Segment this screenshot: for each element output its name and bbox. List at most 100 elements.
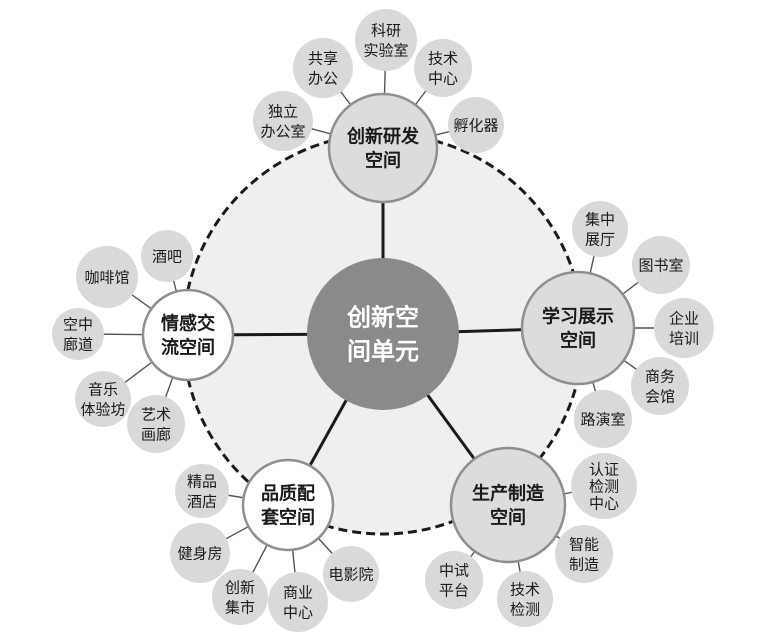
leaf-layer: 独立办公室共享办公科研实验室技术中心孵化器集中展厅图书室企业培训商务会馆路演室认…	[52, 9, 714, 632]
leaf-label: 中试	[439, 561, 469, 579]
leaf-label: 集市	[225, 598, 255, 616]
leaf-circle	[572, 201, 628, 257]
leaf-label: 中心	[283, 603, 313, 621]
leaf-label: 科研	[371, 21, 401, 39]
center-circle	[307, 258, 459, 410]
leaf-label: 图书室	[638, 256, 683, 274]
leaf-circle	[175, 464, 229, 518]
leaf-label: 商务	[645, 367, 675, 385]
hub-label: 学习展示	[542, 305, 614, 327]
leaf-label: 展厅	[585, 230, 615, 248]
leaf-label: 集中	[585, 210, 615, 228]
leaf-label: 检测	[589, 477, 619, 495]
leaf-circle	[425, 551, 483, 609]
hub-label: 生产制造	[472, 482, 544, 504]
leaf-label: 咖啡馆	[84, 268, 129, 286]
leaf-label: 检测	[510, 600, 540, 618]
leaf-circle	[253, 91, 313, 151]
leaf-circle	[212, 569, 268, 625]
leaf-label: 企业	[669, 309, 699, 327]
leaf-label: 健身房	[177, 544, 222, 562]
leaf-node: 咖啡馆	[76, 246, 138, 308]
leaf-circle	[631, 357, 689, 415]
leaf-label: 会馆	[645, 387, 675, 405]
leaf-label: 音乐	[88, 380, 118, 398]
leaf-label: 技术	[510, 580, 540, 598]
leaf-label: 智能	[569, 535, 599, 553]
hub-circle	[241, 458, 335, 552]
leaf-circle	[574, 390, 632, 448]
leaf-label: 技术	[428, 49, 458, 67]
leaf-circle	[448, 97, 504, 153]
leaf-label: 孵化器	[453, 116, 498, 134]
leaf-label: 酒店	[187, 492, 217, 510]
leaf-circle	[293, 38, 353, 98]
hub-label: 空间	[365, 149, 401, 171]
hub-label: 空间	[490, 506, 526, 528]
leaf-circle	[571, 453, 637, 519]
hub-circle	[141, 288, 235, 382]
leaf-label: 办公	[308, 69, 338, 87]
leaf-node: 健身房	[170, 523, 230, 583]
leaf-label: 共享	[308, 49, 338, 67]
leaf-circle	[654, 298, 714, 358]
leaf-label: 艺术	[141, 405, 171, 423]
leaf-node: 酒吧	[141, 230, 193, 282]
hub-label: 流空间	[161, 336, 215, 358]
leaf-circle	[170, 523, 230, 583]
leaf-node: 路演室	[574, 390, 632, 448]
leaf-label: 中心	[428, 69, 458, 87]
hub-label: 品质配	[261, 483, 315, 504]
leaf-circle	[75, 371, 131, 427]
center-label: 创新空	[346, 304, 419, 332]
leaf-label: 体验坊	[80, 400, 125, 418]
leaf-label: 认证	[589, 460, 619, 478]
hub-circle	[449, 446, 567, 564]
leaf-circle	[323, 546, 379, 602]
leaf-label: 平台	[439, 581, 469, 599]
hub-label: 套空间	[261, 506, 315, 528]
leaf-circle	[632, 236, 690, 294]
leaf-label: 培训	[669, 329, 699, 347]
leaf-circle	[127, 395, 185, 453]
leaf-label: 路演室	[580, 410, 625, 428]
center-label: 间单元	[347, 338, 419, 366]
leaf-label: 电影院	[328, 565, 373, 583]
leaf-label: 实验室	[363, 41, 408, 59]
leaf-node: 孵化器	[448, 97, 504, 153]
leaf-label: 制造	[569, 555, 599, 573]
leaf-label: 商业	[283, 583, 313, 601]
leaf-circle	[355, 9, 417, 71]
hub-label: 创新研发	[346, 125, 420, 147]
leaf-node: 电影院	[323, 546, 379, 602]
hub-circle	[520, 270, 636, 386]
leaf-label: 画廊	[141, 425, 171, 443]
leaf-circle	[268, 572, 328, 632]
leaf-label: 空中	[63, 315, 93, 333]
leaf-circle	[76, 246, 138, 308]
leaf-circle	[555, 525, 613, 583]
leaf-circle	[497, 571, 553, 627]
leaf-label: 中心	[589, 494, 619, 512]
